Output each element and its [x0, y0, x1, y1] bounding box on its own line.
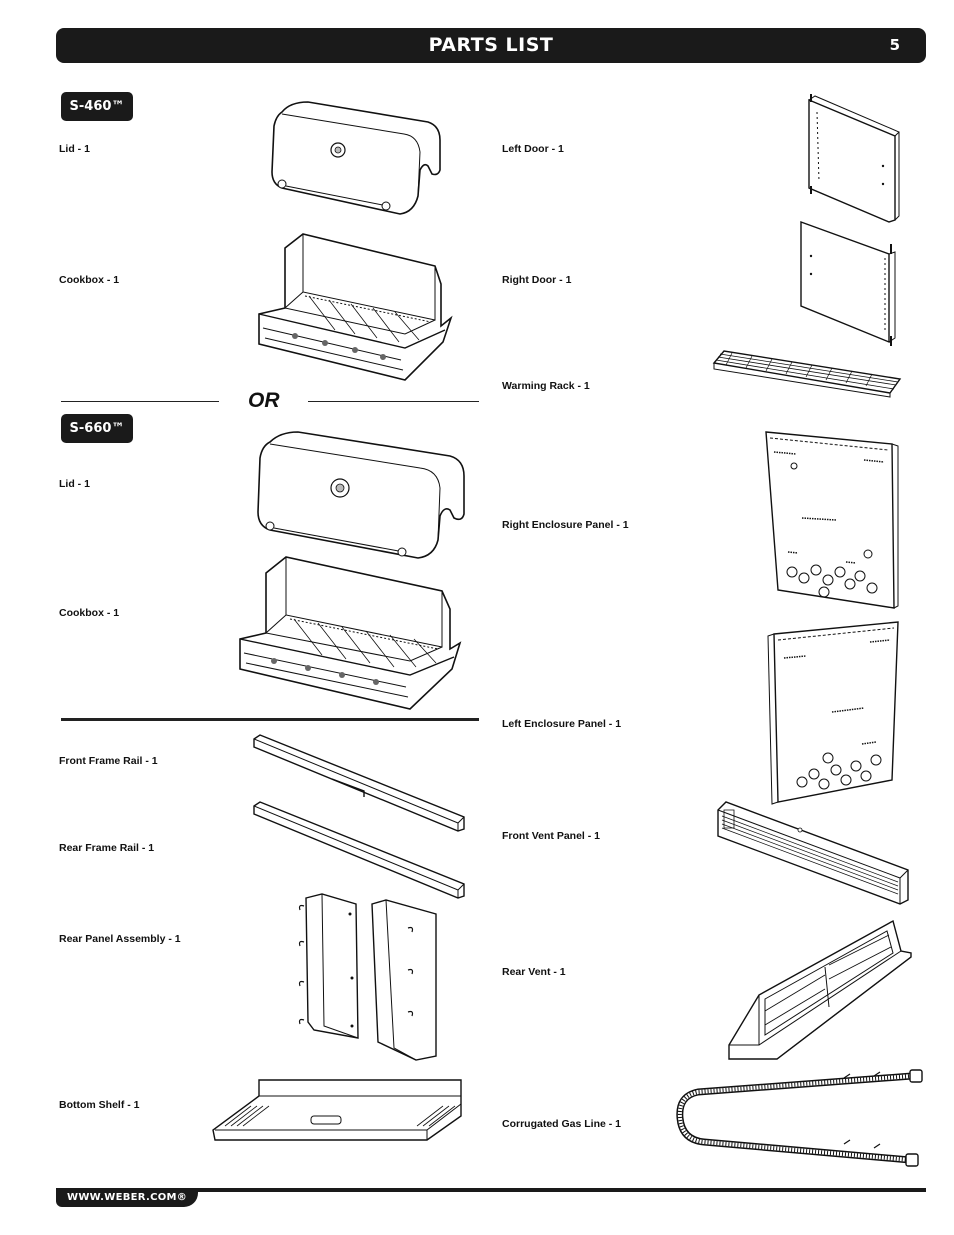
- or-rule-right: [308, 401, 479, 402]
- bottom-shelf-icon: [211, 1078, 465, 1144]
- part-label-right-enclosure-panel: Right Enclosure Panel - 1: [502, 519, 629, 531]
- part-label-left-door: Left Door - 1: [502, 143, 564, 155]
- footer-rule: [56, 1188, 926, 1192]
- or-separator: OR: [248, 389, 280, 412]
- or-rule-left: [61, 401, 219, 402]
- footer-tab: [56, 1188, 198, 1207]
- model-badge-s660: S-660™: [61, 414, 133, 443]
- part-label-s660-lid: Lid - 1: [59, 478, 90, 490]
- enclosure-panel-icon: [766, 620, 902, 806]
- section-divider: [61, 718, 479, 721]
- part-label-s660-cookbox: Cookbox - 1: [59, 607, 120, 619]
- rear-panel-icon: [296, 892, 442, 1062]
- part-label-rear-panel-assembly: Rear Panel Assembly - 1: [59, 933, 181, 945]
- footer-url: WWW.WEBER.COM®: [67, 1192, 188, 1203]
- model-badge-s460: S-460™: [61, 92, 133, 121]
- page-title: PARTS LIST: [428, 34, 554, 56]
- cookbox-icon: [255, 230, 455, 386]
- right-door-icon: [797, 218, 897, 348]
- left-door-icon: [803, 92, 901, 224]
- part-label-s460-cookbox: Cookbox - 1: [59, 274, 120, 286]
- grill-lid-icon: [254, 430, 470, 560]
- rear-vent-icon: [725, 917, 915, 1063]
- gas-line-icon: [674, 1066, 926, 1172]
- part-label-corrugated-gas-line: Corrugated Gas Line - 1: [502, 1118, 622, 1130]
- frame-rail-icon: [252, 800, 466, 900]
- enclosure-panel-icon: [764, 430, 900, 612]
- part-label-rear-vent: Rear Vent - 1: [502, 966, 566, 978]
- part-label-right-door: Right Door - 1: [502, 274, 572, 286]
- cookbox-icon: [236, 553, 464, 713]
- page-number: 5: [889, 36, 900, 54]
- part-label-rear-frame-rail: Rear Frame Rail - 1: [59, 842, 155, 854]
- part-label-left-enclosure-panel: Left Enclosure Panel - 1: [502, 718, 622, 730]
- part-label-front-frame-rail: Front Frame Rail - 1: [59, 755, 158, 767]
- grill-lid-icon: [268, 100, 444, 216]
- part-label-warming-rack: Warming Rack - 1: [502, 380, 590, 392]
- header-bar: PARTS LIST 5: [56, 28, 926, 63]
- frame-rail-icon: [252, 733, 466, 833]
- part-label-s460-lid: Lid - 1: [59, 143, 90, 155]
- part-label-front-vent-panel: Front Vent Panel - 1: [502, 830, 601, 842]
- warming-rack-icon: [712, 345, 904, 397]
- vent-panel-icon: [716, 800, 910, 906]
- part-label-bottom-shelf: Bottom Shelf - 1: [59, 1099, 140, 1111]
